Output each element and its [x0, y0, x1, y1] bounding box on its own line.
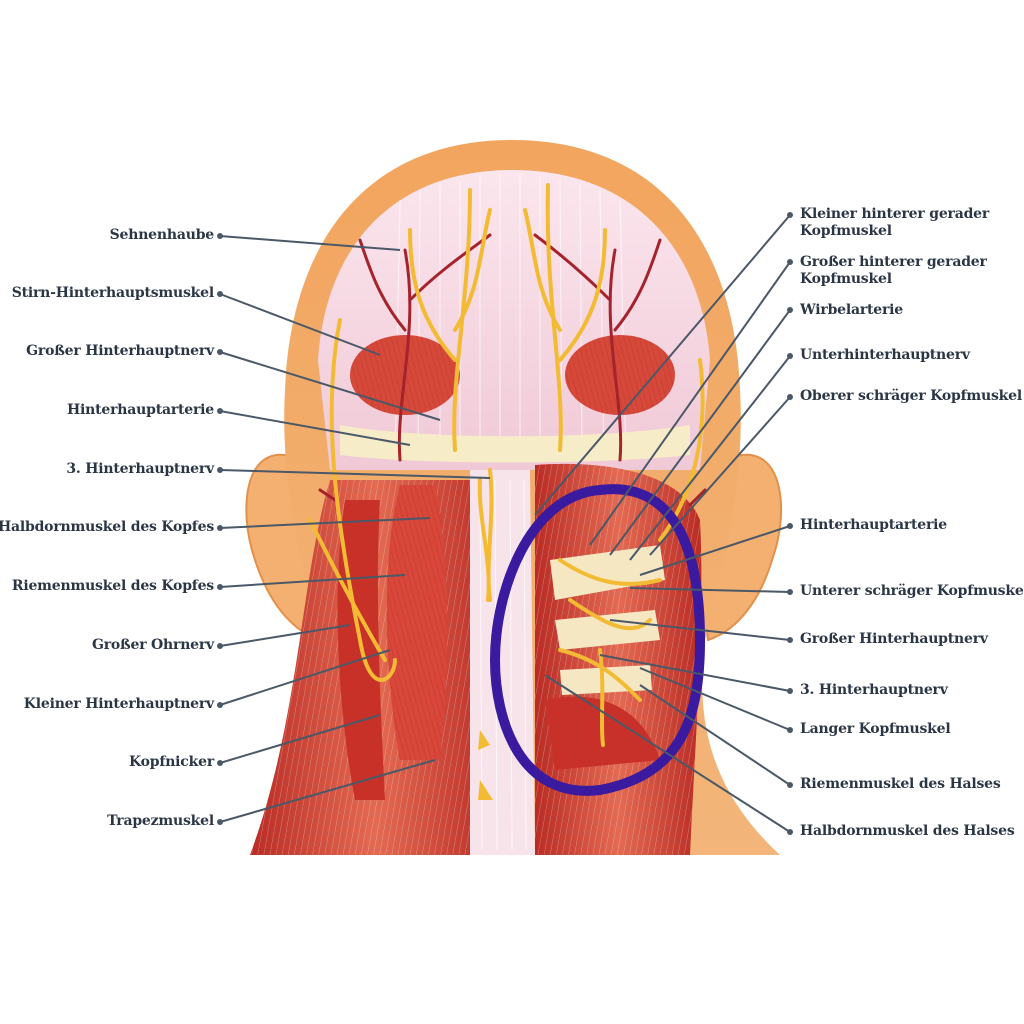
- label-riemenmuskel-des-kopfes: Riemenmuskel des Kopfes: [11, 578, 214, 594]
- label-wirbelarterie: Wirbelarterie: [800, 302, 904, 318]
- label-kopfnicker: Kopfnicker: [128, 754, 214, 770]
- label-kleiner-hinterer-gerader-kopfmuskel: Kleiner hinterer gerader Kopfmuskel: [800, 206, 990, 239]
- label-unterer-schraeger-kopfmuskel: Unterer schräger Kopfmuskel: [800, 583, 1024, 599]
- label-grosser-hinterhauptnerv-right: Großer Hinterhauptnerv: [800, 631, 988, 647]
- label-oberer-schraeger-kopfmuskel: Oberer schräger Kopfmuskel: [800, 388, 1023, 404]
- label-kleiner-hinterhauptnerv: Kleiner Hinterhauptnerv: [23, 696, 214, 712]
- label-halbdornmuskel-des-kopfes: Halbdornmuskel des Kopfes: [0, 519, 214, 535]
- label-riemenmuskel-des-halses: Riemenmuskel des Halses: [800, 776, 1001, 792]
- label-grosser-ohrnerv: Großer Ohrnerv: [91, 637, 214, 653]
- label-stirn-hinterhauptsmuskel: Stirn-Hinterhauptsmuskel: [11, 285, 215, 301]
- label-3-hinterhauptnerv-left: 3. Hinterhauptnerv: [66, 461, 214, 477]
- label-grosser-hinterhauptnerv-left: Großer Hinterhauptnerv: [26, 343, 214, 359]
- label-trapezmuskel: Trapezmuskel: [107, 813, 214, 829]
- label-unterhinterhauptnerv: Unterhinterhauptnerv: [800, 347, 970, 363]
- label-langer-kopfmuskel: Langer Kopfmuskel: [800, 721, 951, 737]
- label-3-hinterhauptnerv-right: 3. Hinterhauptnerv: [800, 682, 948, 698]
- label-hinterhauptarterie-right: Hinterhauptarterie: [800, 517, 947, 533]
- label-hinterhauptarterie-left: Hinterhauptarterie: [67, 402, 214, 418]
- label-sehnenhaube: Sehnenhaube: [109, 227, 215, 243]
- label-halbdornmuskel-des-halses: Halbdornmuskel des Halses: [800, 823, 1015, 839]
- label-grosser-hinterer-gerader-kopfmuskel: Großer hinterer gerader Kopfmuskel: [800, 254, 987, 287]
